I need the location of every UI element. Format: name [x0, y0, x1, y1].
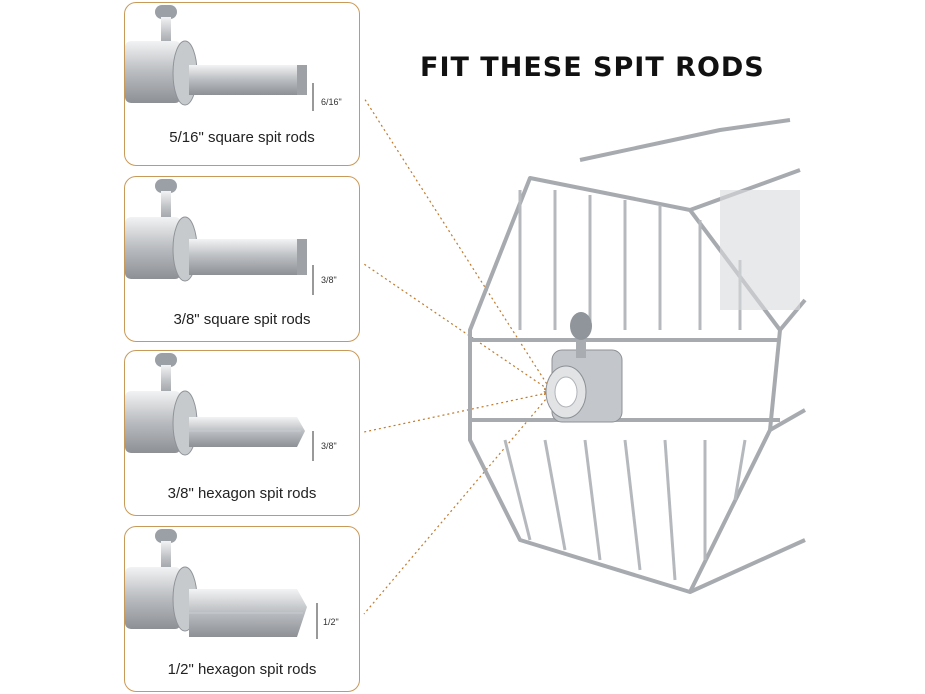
rod-caption: 3/8" hexagon spit rods	[167, 485, 317, 502]
square-rod-illustration	[125, 179, 314, 295]
rod-dimension-label: 3/8"	[321, 275, 337, 285]
square-rod-illustration	[125, 5, 314, 111]
rod-caption: 1/2" hexagon spit rods	[167, 661, 317, 678]
rod-dimension-label: 6/16"	[321, 97, 342, 107]
rod-card-3-8-hexagon: 3/8" 3/8" hexagon spit rods	[124, 350, 360, 516]
cage-hub	[545, 312, 623, 423]
headline: FIT THESE SPIT RODS	[420, 52, 765, 83]
pointer-arrows	[363, 97, 552, 615]
rod-caption: 5/16" square spit rods	[169, 129, 315, 146]
rod-card-3-8-square: 3/8" 3/8" square spit rods	[124, 176, 360, 342]
rod-dimension-label: 3/8"	[321, 441, 337, 451]
hexagon-rod-illustration	[125, 353, 314, 461]
rod-caption: 3/8" square spit rods	[173, 311, 311, 328]
rod-dimension-label: 1/2"	[323, 617, 339, 627]
rod-card-1-2-hexagon: 1/2" 1/2" hexagon spit rods	[124, 526, 360, 692]
hexagon-rod-illustration	[125, 529, 318, 639]
rod-card-5-16-square: 6/16" 5/16" square spit rods	[124, 2, 360, 166]
